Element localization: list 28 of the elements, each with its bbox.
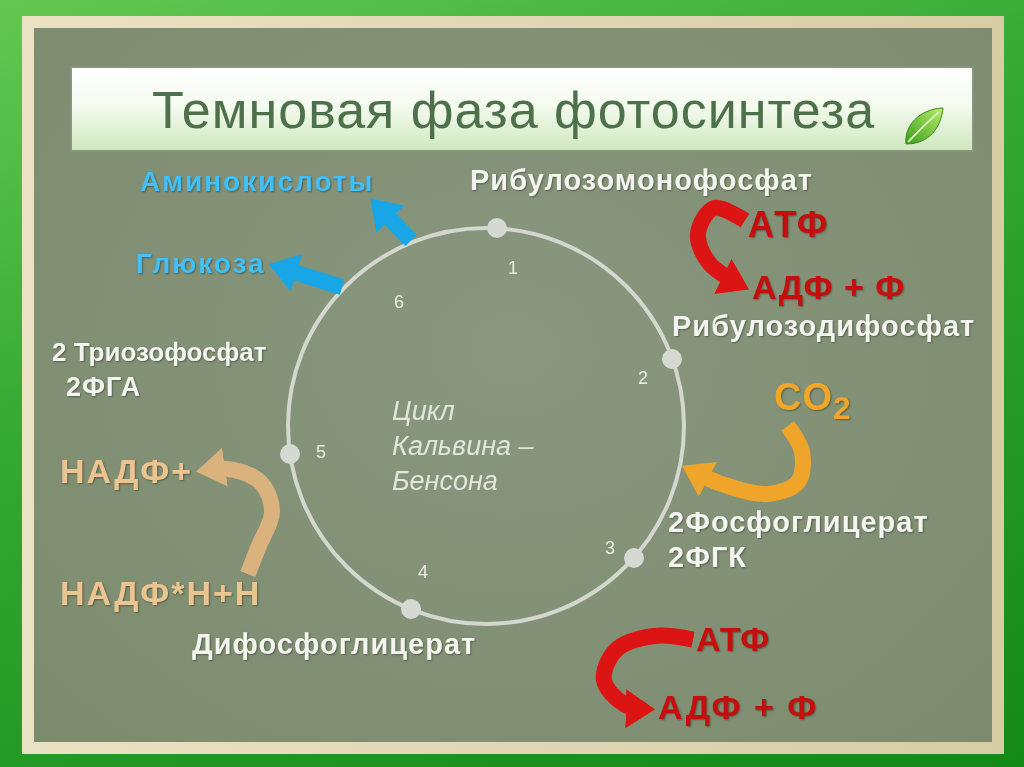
step-number: 6: [394, 292, 404, 312]
reagent-label: НАДФ*Н+Н: [57, 574, 265, 614]
reagent-label: АТФ: [745, 204, 833, 246]
arrow: [266, 254, 345, 295]
title: Темновая фаза фотосинтеза: [152, 80, 876, 140]
compound-name: Дифосфоглицерат: [192, 628, 477, 662]
compound-name: 2Фосфоглицерат: [668, 506, 929, 540]
reagent-label: НАДФ+: [57, 452, 197, 492]
compound-name: Рибулозомонофосфат: [470, 164, 814, 198]
curved-arrow: [689, 199, 753, 297]
compound-name: 2 Триозофосфат: [52, 338, 267, 368]
compound-name: 2ФГА: [66, 372, 142, 404]
compound-name: 2ФГК: [668, 541, 748, 575]
product-label: Глюкоза: [133, 248, 269, 281]
product-label: Аминокислоты: [137, 166, 378, 199]
step-number: 3: [605, 538, 615, 558]
step-number: 4: [418, 562, 428, 582]
cycle-title: Цикл Кальвина – Бенсона: [392, 395, 535, 498]
curved-arrow: [194, 447, 280, 577]
reagent-label: АДФ + Ф: [749, 268, 909, 308]
compound-name: Рибулозодифосфат: [672, 310, 976, 344]
step-number: 1: [508, 258, 518, 278]
reagent-label: CO$_{2}$: [771, 376, 855, 426]
reagent-label: АТФ: [693, 620, 774, 660]
reagent-label: АДФ + Ф: [655, 688, 822, 728]
step-number: 5: [316, 442, 326, 462]
step-number: 2: [638, 368, 648, 388]
curved-arrow: [595, 627, 695, 729]
